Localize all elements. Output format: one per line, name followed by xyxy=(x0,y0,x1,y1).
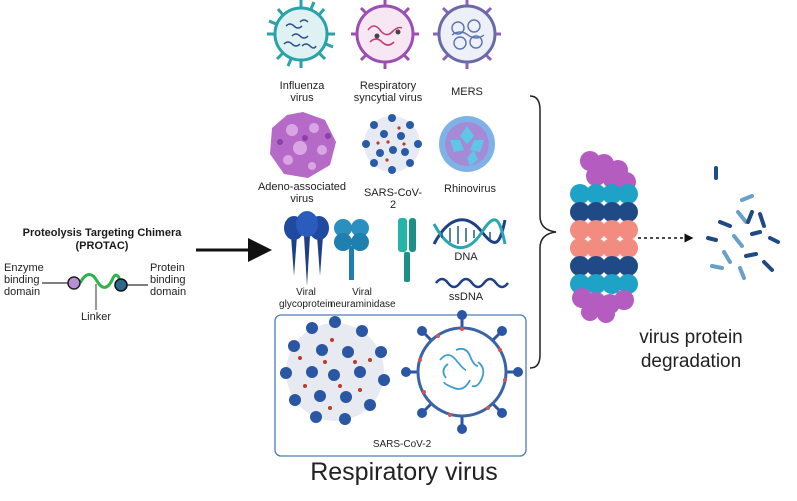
protac-title-text: Proteolysis Targeting Chimera xyxy=(22,227,182,239)
grouping-bracket xyxy=(529,95,557,369)
label-glycoprotein: Viral glycoprotein xyxy=(279,287,333,310)
label-ssdna: ssDNA xyxy=(448,291,484,303)
label-aav: Adeno-associated virus xyxy=(257,181,347,205)
caption-respiratory-virus: Respiratory virus xyxy=(310,458,498,486)
protac-title: Proteolysis Targeting Chimera (PROTAC) xyxy=(6,227,198,253)
label-sars-cov-2-small: SARS-CoV-2 xyxy=(363,187,423,211)
aav-virus-icon xyxy=(270,112,336,178)
label-mers: MERS xyxy=(451,86,483,98)
result-label: virus protein degradation xyxy=(639,327,743,372)
linker-label: Linker xyxy=(81,311,111,323)
label-dna: DNA xyxy=(454,251,478,263)
mers-virus-icon xyxy=(433,0,501,69)
protac-molecule-icon xyxy=(42,273,148,310)
label-influenza: Influenza virus xyxy=(279,80,325,104)
enzyme-binding-label: Enzyme binding domain xyxy=(4,262,44,298)
protein-binding-label: Protein binding domain xyxy=(150,262,187,298)
viral-neuraminidase-icon xyxy=(334,219,369,280)
viral-glycoprotein-icon xyxy=(284,211,329,286)
dna-icon xyxy=(432,218,507,250)
label-sars-cov-2-box: SARS-CoV-2 xyxy=(372,439,432,450)
proteasome-icon xyxy=(570,151,638,323)
sars-cov-2-large-icon xyxy=(280,316,390,425)
sars-cov-2-small-icon xyxy=(362,114,422,174)
influenza-virus-icon xyxy=(267,0,335,68)
rhinovirus-icon xyxy=(439,116,495,172)
peptide-fragments-icon xyxy=(706,166,780,280)
rsv-virus-icon xyxy=(351,0,419,69)
capsid-protein-icon xyxy=(398,218,416,282)
label-rsv: Respiratory syncytial virus xyxy=(353,80,423,104)
sars-cov-2-cross-section-icon xyxy=(401,310,523,434)
label-neuraminidase: Viral neuraminidase xyxy=(330,287,396,310)
label-rhinovirus: Rhinovirus xyxy=(444,183,496,195)
ssdna-icon xyxy=(435,277,509,289)
protac-abbrev: (PROTAC) xyxy=(75,240,129,252)
